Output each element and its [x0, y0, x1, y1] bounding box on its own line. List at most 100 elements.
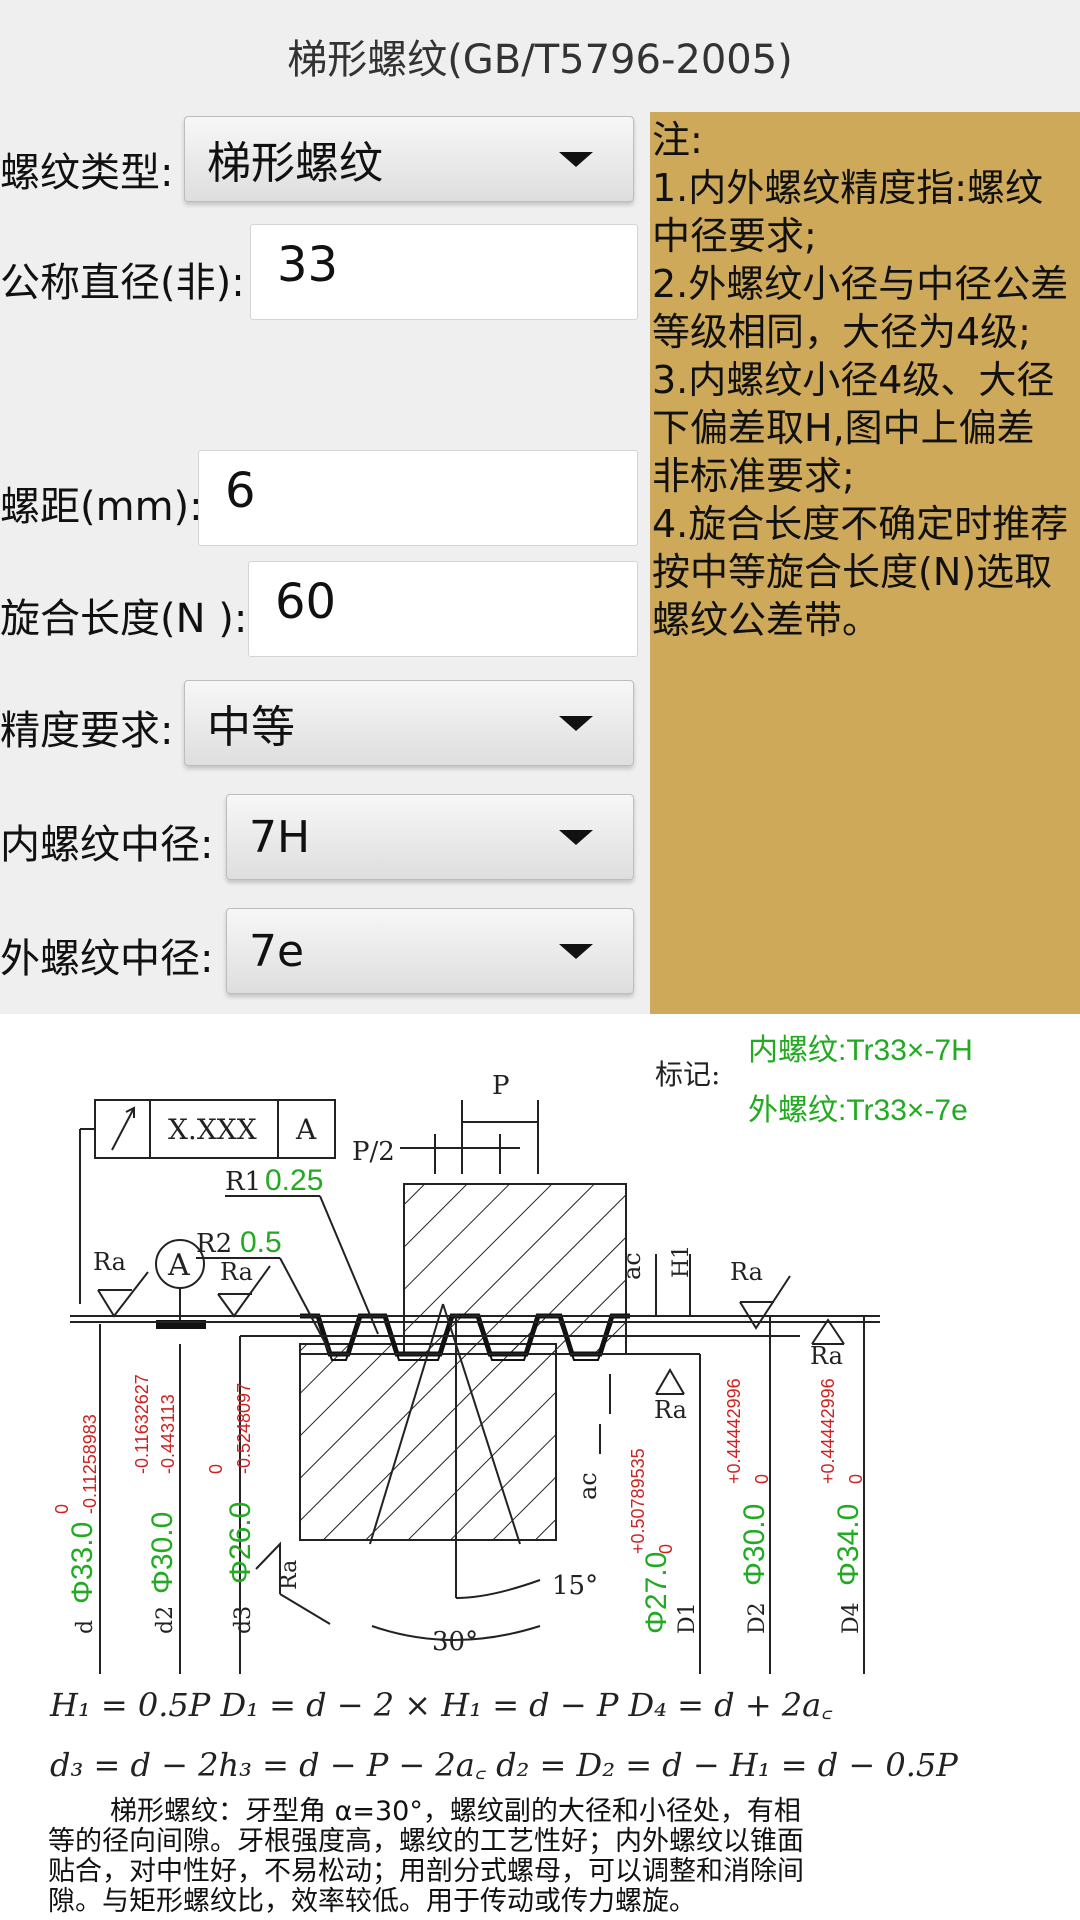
feature-control-frame	[79, 1099, 336, 1304]
internal-pitch-diameter-dropdown[interactable]: 7H	[226, 794, 634, 880]
description-line: 等的径向间隙。牙根强度高，螺纹的工艺性好；内外螺纹以锥面	[48, 1826, 804, 1857]
svg-text:-0.443113: -0.443113	[158, 1394, 178, 1474]
thread-type-label: 螺纹类型:	[0, 150, 174, 196]
marking-label: 标记:	[655, 1058, 720, 1091]
svg-text:d: d	[73, 1620, 98, 1634]
r1-leader	[319, 1195, 379, 1335]
svg-text:Φ30.0: Φ30.0	[146, 1512, 179, 1594]
internal-pitch-diameter-label: 内螺纹中径:	[0, 822, 214, 868]
svg-text:0: 0	[846, 1474, 866, 1484]
svg-text:D1: D1	[675, 1602, 700, 1634]
frame-value: X.XXX	[168, 1113, 257, 1146]
r2-value: 0.5	[240, 1226, 282, 1259]
nominal-diameter-label: 公称直径(非):	[0, 260, 245, 306]
ra-label: Ra	[93, 1248, 126, 1276]
precision-dropdown[interactable]: 中等	[184, 680, 634, 766]
half-pitch-label: P/2	[352, 1137, 395, 1167]
ra-label: Ra	[810, 1342, 843, 1370]
svg-text:+0.44442996: +0.44442996	[724, 1378, 744, 1484]
ac-label: ac	[618, 1252, 646, 1280]
notes-line: 4.旋合长度不确定时推荐按中等旋合长度(N)选取螺纹公差带。	[652, 502, 1069, 642]
engagement-length-input[interactable]: 60	[248, 561, 638, 657]
pitch-input[interactable]: 6	[198, 450, 638, 546]
notes-line: 3.内螺纹小径4级、大径下偏差取H,图中上偏差非标准要求;	[652, 358, 1055, 498]
thread-type-value: 梯形螺纹	[207, 138, 383, 189]
ra-label: Ra	[730, 1258, 763, 1286]
internal-mark: 内螺纹:Tr33×-7H	[748, 1034, 973, 1067]
svg-text:-0.5248097: -0.5248097	[234, 1383, 254, 1474]
svg-text:-0.11632627: -0.11632627	[132, 1374, 152, 1474]
thread-diagram: 标记: 内螺纹:Tr33×-7H 外螺纹:Tr33×-7e X.XXX A A	[48, 1034, 973, 1917]
ra-label: Ra	[654, 1396, 687, 1424]
angle-30-label: 30°	[432, 1627, 478, 1657]
precision-value: 中等	[207, 702, 295, 753]
datum-symbol: A	[167, 1248, 190, 1283]
pitch-label: P	[492, 1071, 510, 1101]
notes-line: 1.内外螺纹精度指:螺纹中径要求;	[652, 166, 1044, 258]
external-pitch-diameter-dropdown[interactable]: 7e	[226, 908, 634, 994]
external-pitch-diameter-value: 7e	[249, 925, 305, 977]
external-mark: 外螺纹:Tr33×-7e	[748, 1094, 968, 1127]
h1-label: H1	[669, 1245, 694, 1278]
nominal-diameter-input[interactable]: 33	[250, 224, 638, 320]
dim-D4: D4 Φ34.0 +0.44442996 0	[818, 1378, 866, 1634]
nut-section	[403, 1183, 627, 1355]
internal-pitch-diameter-value: 7H	[249, 811, 311, 863]
description-line: 隙。与矩形螺纹比，效率较低。用于传动或传力螺旋。	[48, 1886, 696, 1917]
description-line: 梯形螺纹：牙型角 α=30°，螺纹副的大径和小径处，有相	[110, 1796, 801, 1827]
notes-panel: 注: 1.内外螺纹精度指:螺纹中径要求; 2.外螺纹小径与中径公差等级相同，大径…	[650, 112, 1080, 1014]
svg-text:-0.11258983: -0.11258983	[80, 1414, 100, 1514]
svg-text:0: 0	[752, 1474, 772, 1484]
diameter-extension-lines	[99, 1316, 865, 1674]
notes-line: 注:	[652, 118, 703, 162]
svg-text:0: 0	[206, 1464, 226, 1474]
svg-text:0: 0	[656, 1544, 676, 1554]
svg-text:Φ33.0: Φ33.0	[66, 1522, 99, 1604]
r2-label: R2	[196, 1229, 232, 1259]
svg-text:D2: D2	[745, 1602, 770, 1634]
pitch-dimension	[400, 1100, 539, 1174]
svg-text:0: 0	[52, 1504, 72, 1514]
formula-line-1: H₁ = 0.5P D₁ = d − 2 × H₁ = d − P D₄ = d…	[49, 1686, 833, 1724]
screw-section	[299, 1343, 557, 1541]
svg-text:+0.50789535: +0.50789535	[628, 1448, 648, 1554]
ac-h1-dimension	[599, 1254, 691, 1454]
reference-lines	[70, 1315, 880, 1355]
angle-15-label: 15°	[552, 1571, 598, 1601]
svg-text:d3: d3	[231, 1606, 256, 1634]
chevron-down-icon	[559, 943, 593, 959]
svg-text:Φ27.0: Φ27.0	[640, 1552, 673, 1634]
svg-text:d2: d2	[153, 1606, 178, 1634]
thread-type-dropdown[interactable]: 梯形螺纹	[184, 116, 634, 202]
svg-text:+0.44442996: +0.44442996	[818, 1378, 838, 1484]
frame-datum: A	[295, 1113, 317, 1146]
formula-line-2: d₃ = d − 2h₃ = d − P − 2a꜀ d₂ = D₂ = d −…	[50, 1746, 958, 1784]
dim-d3: d3 Φ26.0 0 -0.5248097	[206, 1383, 257, 1634]
ac-label: ac	[574, 1472, 602, 1500]
ra-label: Ra	[277, 1560, 302, 1590]
chevron-down-icon	[559, 151, 593, 167]
notes-line: 2.外螺纹小径与中径公差等级相同，大径为4级;	[652, 262, 1069, 354]
dim-d: d Φ33.0 0 -0.11258983	[52, 1414, 100, 1634]
svg-text:D4: D4	[839, 1602, 864, 1634]
description-line: 贴合，对中性好，不易松动；用剖分式螺母，可以调整和消除间	[48, 1856, 804, 1887]
pitch-label: 螺距(mm):	[0, 484, 203, 530]
r2-leader	[279, 1257, 331, 1353]
chevron-down-icon	[559, 715, 593, 731]
flank-angle-lines	[369, 1303, 541, 1641]
dim-D1: D1 Φ27.0 +0.50789535 0	[628, 1448, 700, 1634]
svg-text:Φ26.0: Φ26.0	[224, 1502, 257, 1584]
dim-D2: D2 Φ30.0 +0.44442996 0	[724, 1378, 772, 1634]
r1-label: R1	[225, 1167, 261, 1197]
input-form: 螺纹类型: 梯形螺纹 公称直径(非): 33 螺距(mm): 6 旋合长度(N …	[0, 112, 650, 1014]
chevron-down-icon	[559, 829, 593, 845]
precision-label: 精度要求:	[0, 708, 174, 754]
engagement-length-label: 旋合长度(N ):	[0, 596, 248, 642]
app-title: 梯形螺纹(GB/T5796-2005)	[0, 0, 1080, 112]
r1-value: 0.25	[265, 1164, 323, 1197]
datum-base	[156, 1320, 206, 1329]
dim-d2: d2 Φ30.0 -0.11632627 -0.443113	[132, 1374, 179, 1634]
svg-text:Φ34.0: Φ34.0	[832, 1504, 865, 1586]
ra-label: Ra	[220, 1258, 253, 1286]
external-pitch-diameter-label: 外螺纹中径:	[0, 936, 214, 982]
